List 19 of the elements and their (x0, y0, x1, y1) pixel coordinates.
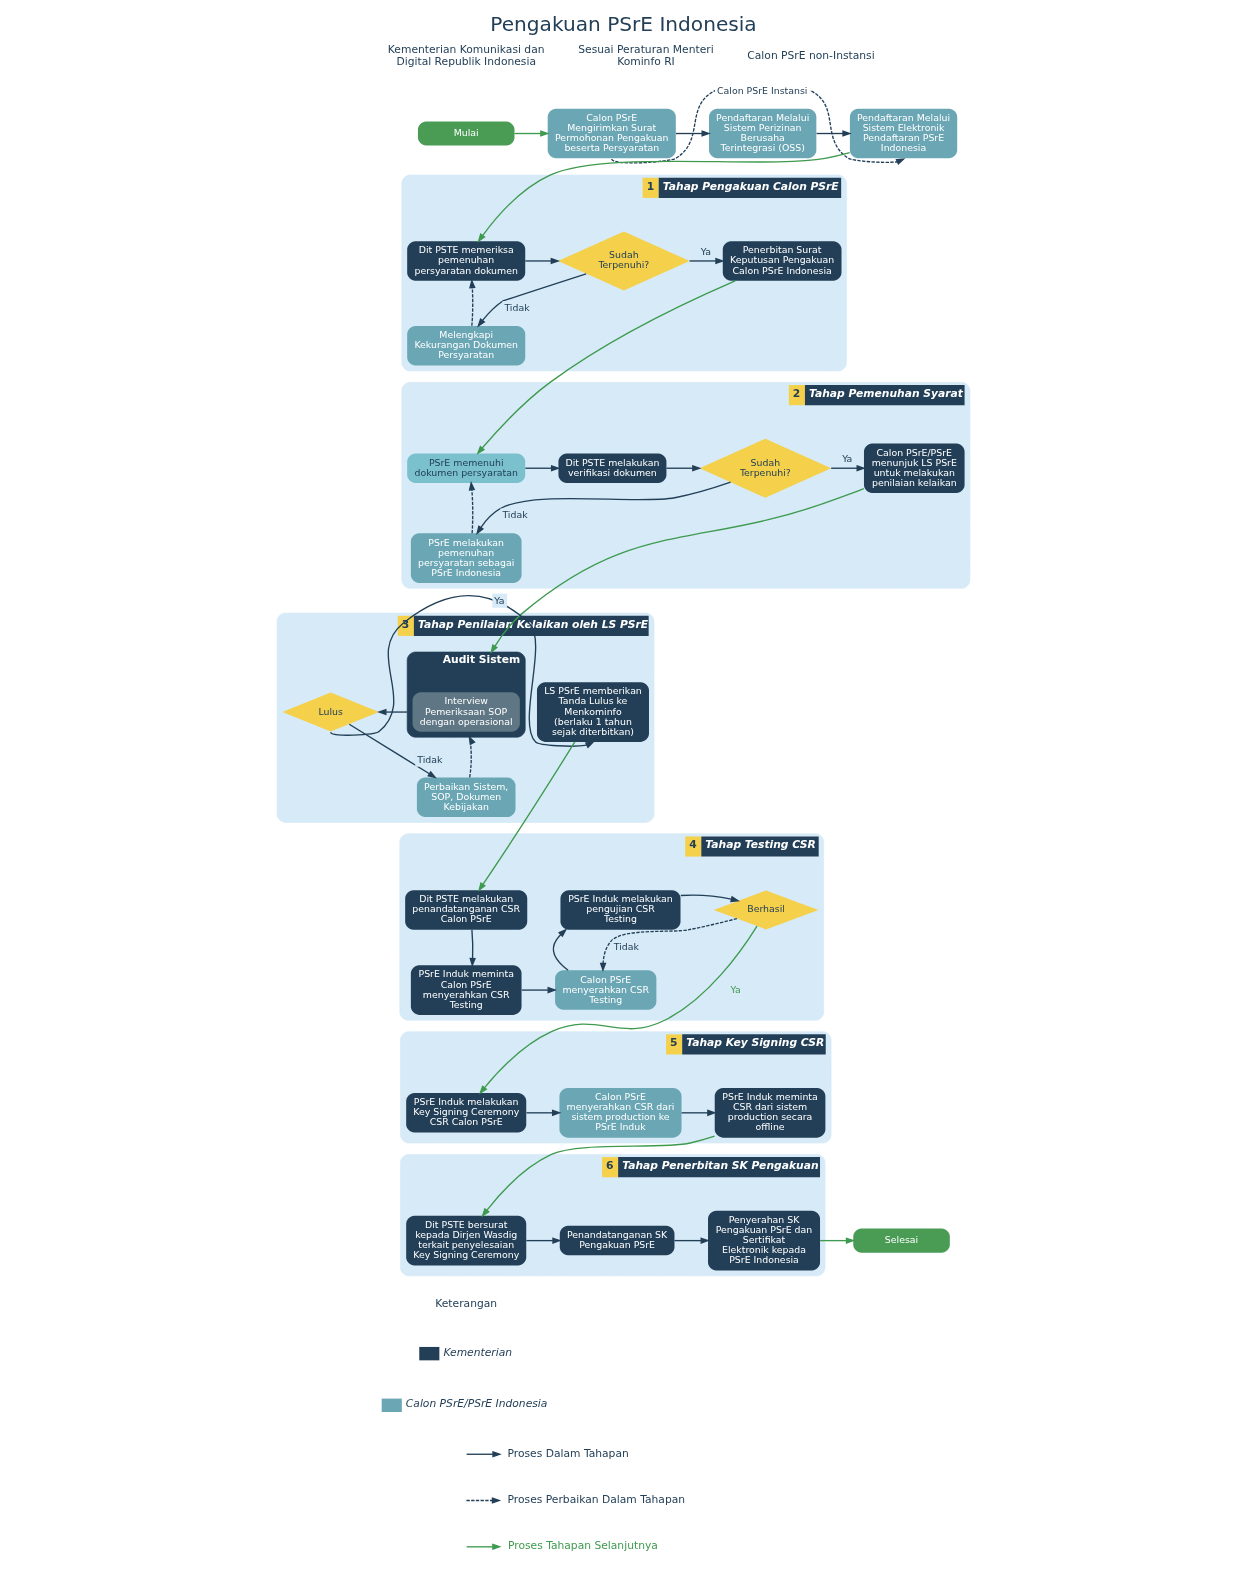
edge-label: Tidak (613, 940, 639, 952)
legend-label: Proses Tahapan Selanjutnya (507, 1538, 658, 1552)
edge-label: Ya (729, 983, 741, 995)
edge-label: Ya (841, 452, 852, 464)
edge-label: Tidak (416, 752, 442, 764)
legend-label: Calon PSrE/PSrE Indonesia (405, 1396, 547, 1410)
edge-label: Ya (700, 245, 711, 257)
legend-label: Proses Dalam Tahapan (507, 1446, 629, 1460)
edge-label: Ya (493, 594, 505, 606)
edge-label: Calon PSrE Instansi (716, 84, 807, 96)
edge-label: Tidak (503, 301, 530, 313)
edge-label: Tidak (501, 508, 528, 520)
label: Calon PSrE non-Instansi (746, 48, 875, 62)
label: Sesuai Peraturan Menteri Kominfo RI (577, 42, 714, 68)
legend-label: Kementerian (442, 1345, 512, 1359)
legend-label: Proses Perbaikan Dalam Tahapan (507, 1492, 685, 1506)
label: Kementerian Komunikasi dan Digital Republik Indonesia (387, 42, 545, 68)
label: Keterangan (434, 1296, 497, 1310)
diagram-title: Pengakuan PSrE Indonesia (489, 11, 757, 36)
